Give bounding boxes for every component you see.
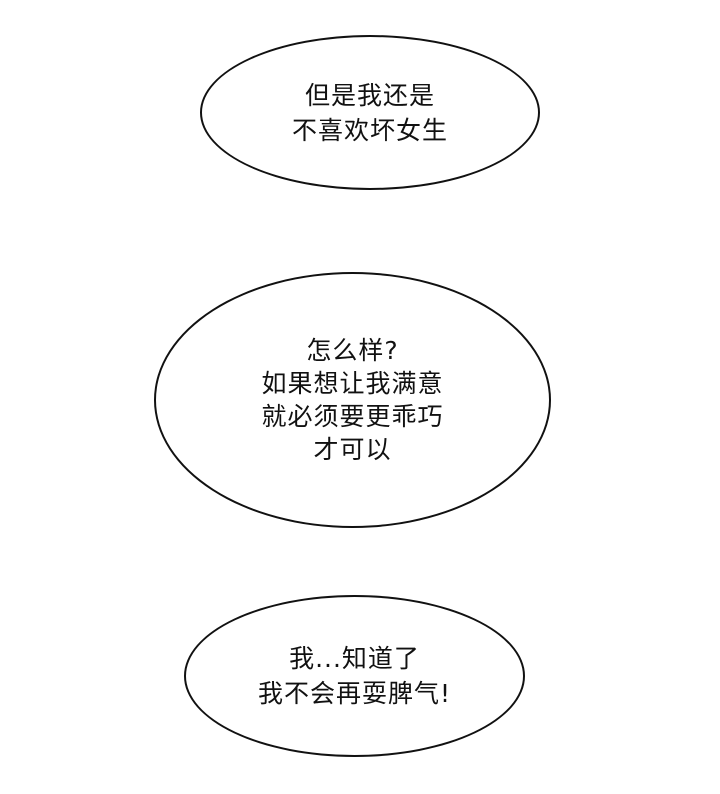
speech-line: 但是我还是: [304, 80, 435, 110]
speech-bubble-3: 我...知道了 我不会再耍脾气!: [184, 595, 525, 757]
speech-line: 怎么样?: [306, 336, 399, 365]
speech-bubble-2: 怎么样? 如果想让我满意 就必须要更乖巧 才可以: [154, 272, 551, 528]
speech-line: 我不会再耍脾气!: [257, 679, 452, 708]
speech-line: 就必须要更乖巧: [261, 402, 444, 431]
speech-bubble-1: 但是我还是 不喜欢坏女生: [200, 35, 540, 190]
speech-line: 不喜欢坏女生: [291, 115, 448, 145]
speech-line: 我...知道了: [289, 644, 420, 673]
speech-line: 才可以: [313, 435, 392, 464]
speech-line: 如果想让我满意: [261, 369, 444, 398]
